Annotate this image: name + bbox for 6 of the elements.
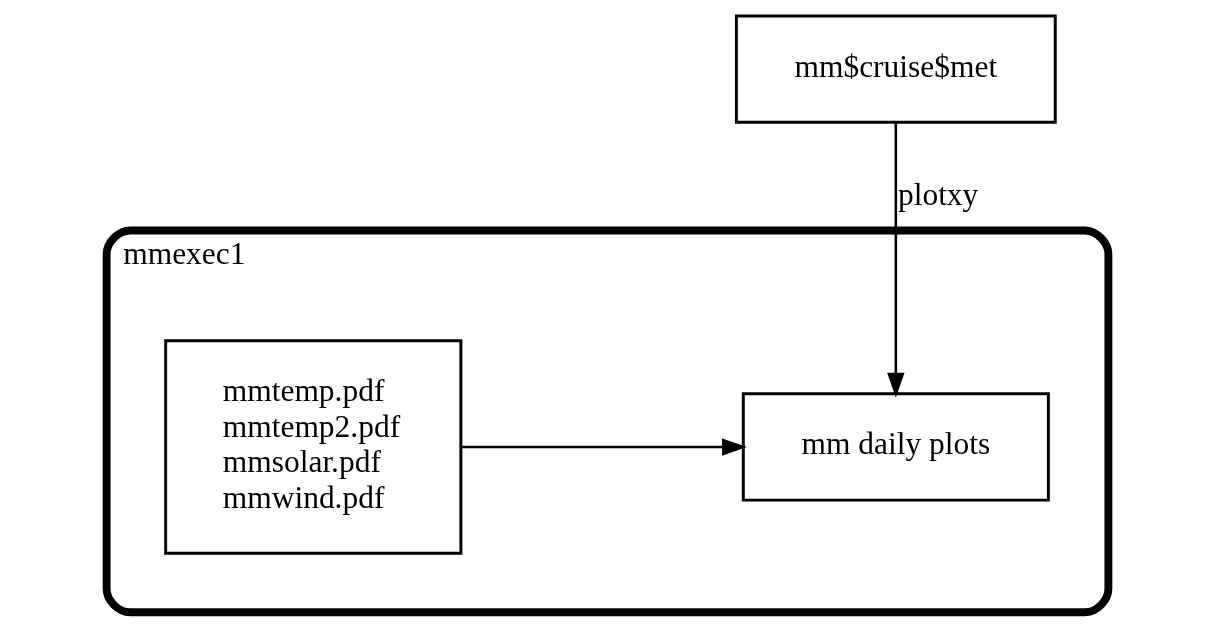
arrow [460,438,747,456]
edge-label: plotxy [897,176,978,212]
node-box: mm$cruise$met [734,14,1057,124]
node-box: mm daily plots [741,392,1050,502]
arrow [886,122,905,398]
node-box: mmtemp.pdf mmtemp2.pdf mmsolar.pdf mmwind.pdf [163,339,462,555]
